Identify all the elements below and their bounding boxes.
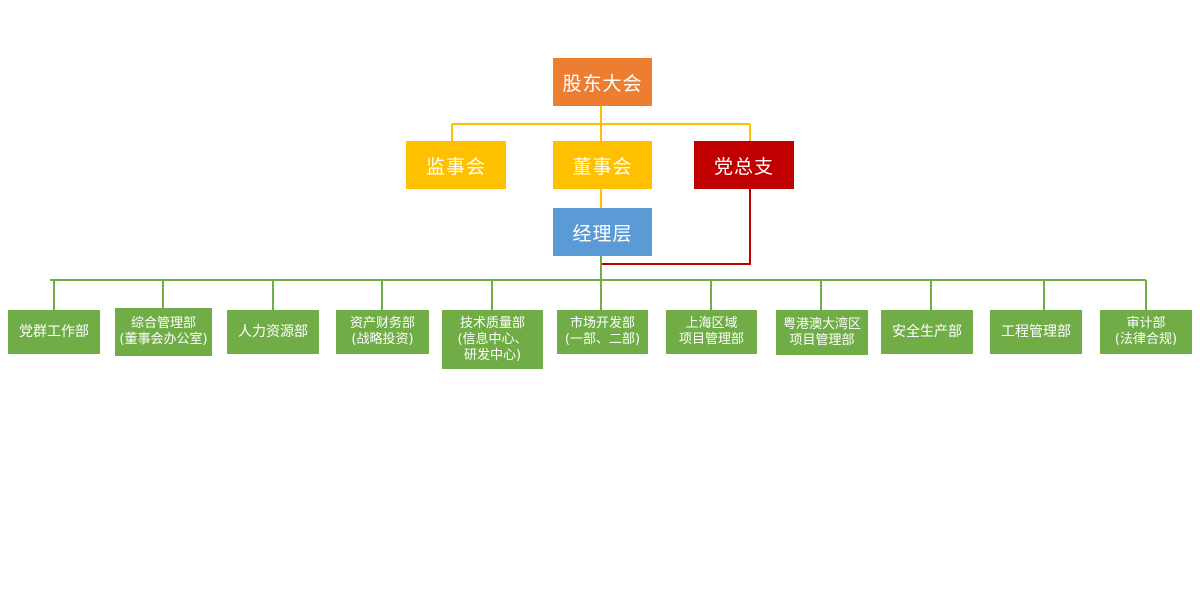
node-label: 监事会 <box>425 155 486 178</box>
dept-label: 审计部 (法律合规) <box>1114 316 1178 347</box>
dept-human-resources: 人力资源部 <box>227 310 319 354</box>
dept-asset-finance: 资产财务部 (战略投资) <box>336 310 429 354</box>
node-supervisory-board: 监事会 <box>406 141 506 189</box>
node-shareholders-meeting: 股东大会 <box>553 58 652 106</box>
dept-label: 综合管理部 (董事会办公室) <box>119 316 208 347</box>
dept-label: 市场开发部 (一部、二部) <box>564 316 641 347</box>
dept-greater-bay-area-projects: 粤港澳大湾区 项目管理部 <box>776 310 868 355</box>
dept-label: 技术质量部 (信息中心、 研发中心) <box>457 315 528 363</box>
dept-safety-production: 安全生产部 <box>881 310 973 354</box>
dept-label: 党群工作部 <box>19 324 89 340</box>
connector-party-branch <box>601 189 751 265</box>
node-label: 董事会 <box>572 155 633 178</box>
node-label: 党总支 <box>713 155 774 178</box>
dept-shanghai-projects: 上海区域 项目管理部 <box>666 310 757 354</box>
dept-technical-quality: 技术质量部 (信息中心、 研发中心) <box>442 310 543 369</box>
dept-label: 人力资源部 <box>238 324 308 340</box>
dept-party-affairs: 党群工作部 <box>8 310 100 354</box>
node-board-of-directors: 董事会 <box>553 141 652 189</box>
node-label: 股东大会 <box>562 72 643 95</box>
dept-general-management: 综合管理部 (董事会办公室) <box>115 308 212 356</box>
dept-market-development: 市场开发部 (一部、二部) <box>557 310 648 354</box>
dept-label: 安全生产部 <box>892 324 962 340</box>
dept-label: 粤港澳大湾区 项目管理部 <box>782 316 861 348</box>
dept-label: 资产财务部 (战略投资) <box>349 316 415 347</box>
dept-audit: 审计部 (法律合规) <box>1100 310 1192 354</box>
node-party-branch: 党总支 <box>694 141 794 189</box>
dept-label: 工程管理部 <box>1001 324 1071 340</box>
dept-engineering-management: 工程管理部 <box>990 310 1082 354</box>
node-management: 经理层 <box>553 208 652 256</box>
node-label: 经理层 <box>572 222 633 245</box>
dept-label: 上海区域 项目管理部 <box>678 316 744 347</box>
